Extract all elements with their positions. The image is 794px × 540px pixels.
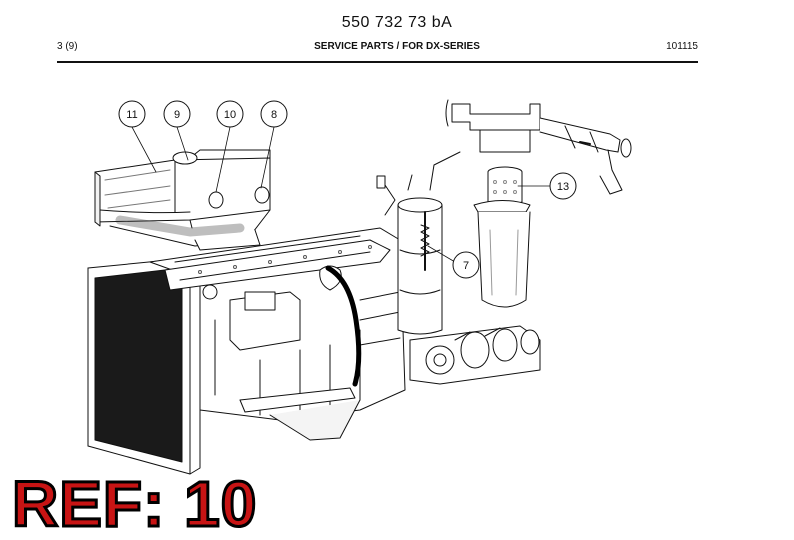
callout-9-label: 9 xyxy=(174,109,180,121)
callout-7: 7 xyxy=(452,251,480,279)
document-title: SERVICE PARTS / FOR DX-SERIES xyxy=(314,41,480,52)
callout-11-label: 11 xyxy=(126,109,137,121)
highlighted-hose xyxy=(325,265,362,387)
callout-7-label: 7 xyxy=(463,260,469,272)
hydraulic-tank xyxy=(376,151,461,335)
page-number: 3 (9) xyxy=(57,41,78,52)
filter-piping xyxy=(445,99,632,195)
intake-hood-assembly xyxy=(94,149,271,251)
callout-13: 13 xyxy=(549,172,577,200)
callout-13-label: 13 xyxy=(557,181,569,193)
document-number: 550 732 73 bA xyxy=(341,14,453,31)
pump-assembly xyxy=(409,325,541,385)
reference-label: REF: 10 xyxy=(10,468,258,540)
document-date: 101115 xyxy=(666,41,698,52)
callout-8: 8 xyxy=(260,100,288,128)
leader-lines xyxy=(131,126,551,263)
callout-9: 9 xyxy=(163,100,191,128)
filter-canister xyxy=(473,166,531,308)
callout-8-label: 8 xyxy=(271,109,277,121)
radiator xyxy=(87,257,201,475)
header-rule xyxy=(57,61,698,63)
callout-10: 10 xyxy=(216,100,244,128)
callout-10-label: 10 xyxy=(224,109,236,121)
callout-11: 11 xyxy=(118,100,146,128)
